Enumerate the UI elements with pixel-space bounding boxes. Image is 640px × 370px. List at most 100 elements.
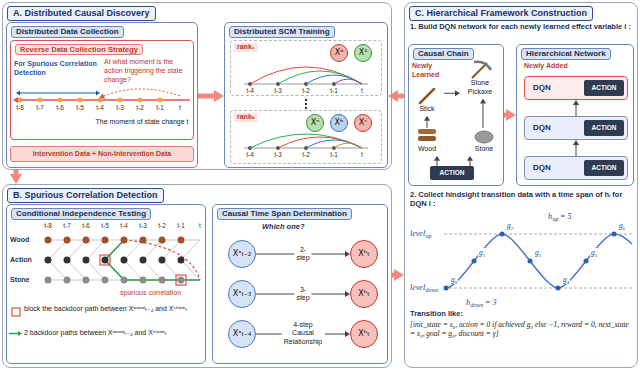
span-arrow: [20, 93, 96, 94]
item-label: Wood: [411, 145, 443, 154]
span-label: = 5: [560, 212, 571, 222]
item-icons: [418, 129, 436, 134]
item-icons: [475, 131, 493, 143]
level-curve: [444, 286, 449, 291]
scm-timeline: [334, 79, 362, 84]
causal-arrow: [576, 145, 577, 156]
item-icon: Stick: [410, 88, 444, 116]
scm-timeline: [250, 67, 362, 84]
time-label: t-2: [136, 104, 144, 112]
variable-node: Xᵃₜ₋₂: [228, 240, 256, 268]
variable-node: X¹: [354, 44, 372, 62]
question-label: Which one?: [262, 222, 305, 231]
ci-grid: [48, 257, 200, 264]
goal-label: g₂: [506, 221, 514, 230]
subscript: down: [471, 302, 484, 310]
process-box: Distributed SCM Trainingrank₁XᵃX¹rankₖXⁿ…: [224, 22, 388, 168]
scm-timeline: [278, 71, 362, 84]
variable-node: Xᵃ: [330, 44, 348, 62]
annotation: Newly Learned: [412, 62, 456, 80]
goal-label: g₀: [450, 275, 458, 284]
annotation: Newly Added: [524, 62, 568, 71]
time-label: t-3: [274, 151, 282, 159]
level-curve: [444, 288, 632, 289]
variable-label: Xᵃₜ₋₂: [233, 249, 251, 259]
row-label: Action: [10, 256, 32, 265]
time-label: t-3: [116, 104, 124, 112]
legend-text: block the backdoor path between Xʷᵒᵒᵈₜ₋₄…: [24, 305, 187, 312]
variable-node: Xᵇₜ: [350, 320, 378, 348]
causal-arrow: [427, 121, 428, 128]
box-title: Distributed SCM Training: [229, 26, 335, 38]
variable-label: Xᵃₜ₋₃: [233, 289, 251, 299]
box-title: Hierarchical Network: [521, 48, 611, 60]
time-label: t-1: [156, 104, 164, 112]
causal-arrow: [444, 93, 455, 94]
legend-text: 2 backdoor paths between Xʷᵒᵒᵈₜ₋₄ and Xˢ…: [24, 329, 167, 336]
level-curve: [444, 234, 632, 235]
scm-timeline: [334, 143, 362, 148]
box-title: Causal Chain: [413, 48, 474, 60]
item-icons: [420, 89, 434, 103]
legend-sample: [9, 308, 20, 334]
goal-label: g₅: [590, 248, 598, 257]
dqn-label: DQN: [533, 83, 551, 93]
level-curve: [528, 259, 533, 264]
span-label: = 3: [485, 298, 496, 308]
reverse-timeline: [20, 98, 180, 103]
reverse-timeline: [18, 89, 190, 100]
causal-arrow: [576, 105, 577, 116]
level-curve: [556, 286, 561, 291]
time-label: t-2: [302, 87, 310, 95]
step-heading: 1. Build DQN network for each newly lear…: [410, 22, 634, 31]
box-title: Reverse Data Collection Strategy: [15, 44, 143, 55]
legend-entry: block the backdoor path between Xʷᵒᵒᵈₜ₋₄…: [24, 305, 202, 314]
section-title: C. Hierarchical Framework Construction: [409, 6, 593, 21]
time-label: t-8: [16, 104, 24, 112]
legend-sample: [12, 308, 20, 316]
goal-label: g₆: [618, 221, 626, 230]
level-curve: [444, 232, 633, 291]
variable-label: X¹: [359, 48, 368, 58]
scm-timeline: [244, 67, 368, 148]
variable-node: Xᵃₜ₋₃: [228, 280, 256, 308]
span-label: h: [466, 298, 470, 308]
section-panel: B. Spurious Correlation DetectionConditi…: [2, 184, 392, 368]
annotation: At what moment is the action triggering …: [104, 58, 192, 84]
goal-label: g₃: [534, 248, 542, 257]
ci-grid: [100, 255, 110, 265]
time-label: t-5: [101, 222, 109, 230]
variable-label: Xᶜ: [359, 118, 367, 128]
level-curve: [472, 259, 477, 264]
data-bar: Intervention Data + Non-Intervention Dat…: [10, 146, 194, 162]
level-curve: [446, 234, 632, 288]
action-label: ACTION: [440, 169, 465, 177]
level-curve: [500, 232, 505, 237]
scm-timeline: [306, 75, 362, 84]
time-label: t: [179, 104, 181, 112]
time-label: t: [361, 87, 363, 95]
flow-arrow: [14, 170, 19, 174]
variable-node: Xᵃₜ₋₄: [228, 320, 256, 348]
variable-node: Xᵇ: [330, 114, 348, 132]
span-arrow: [20, 93, 96, 94]
bar-label: Intervention Data + Non-Intervention Dat…: [33, 150, 171, 159]
variable-node: Xᵇₜ: [350, 240, 378, 268]
variable-label: Xⁿ: [311, 118, 320, 128]
scm-timeline: [278, 137, 362, 148]
span-label: h: [548, 212, 552, 222]
time-label: t-1: [177, 222, 185, 230]
time-label: t-7: [63, 222, 71, 230]
dqn-label: DQN: [533, 163, 551, 173]
time-label: t-4: [96, 104, 104, 112]
level-curve: [584, 259, 589, 264]
box-title: Conditional Independence Testing: [11, 208, 151, 220]
goal-label: g₁: [478, 248, 486, 257]
scm-timeline: [305, 103, 307, 105]
action-box: ACTION: [584, 80, 624, 96]
ci-grid: [48, 277, 200, 284]
level-curve: [612, 232, 617, 237]
edge-label: 4-step Causal Relationship: [282, 321, 325, 346]
legend-sample: [9, 333, 18, 334]
